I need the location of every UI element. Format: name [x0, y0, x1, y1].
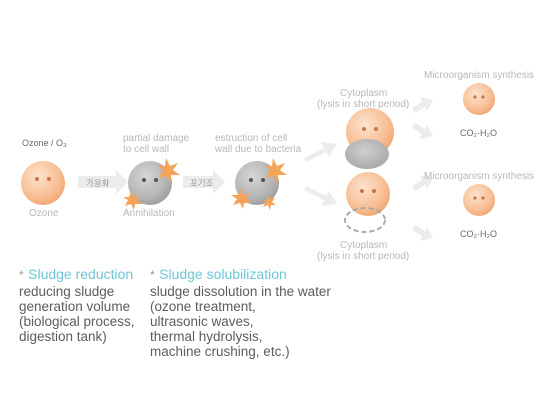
cytoplasm-cell-bottom: [344, 172, 390, 233]
cytoplasm-top-line1: Cytoplasm: [340, 88, 388, 99]
synthesis-top-product: CO₂·H₂O: [460, 128, 497, 138]
synthesis-top-label: Microorganism synthesis: [424, 70, 535, 81]
damage-label-line2: to cell wall: [123, 144, 170, 155]
annihilation-label: Annihilation: [123, 208, 175, 219]
ozone-bottom-label: Ozone: [29, 208, 59, 219]
burst-icon: [231, 189, 252, 209]
note-marker: *: [150, 268, 155, 282]
burst-icon: [157, 158, 180, 183]
note-body-line: ultrasonic waves,: [150, 314, 254, 329]
synthesis-cell-top: [463, 83, 495, 115]
note-marker: *: [19, 268, 24, 282]
note-sludge-reduction: * Sludge reduction reducing sludge gener…: [19, 266, 135, 344]
cytoplasm-top-line2: (lysis in short period): [317, 99, 410, 110]
cytoplasm-cell-top: [345, 108, 394, 169]
flow-arrow-synth-4: [412, 225, 433, 241]
flow-arrow-down: [304, 186, 337, 206]
damaged-cell: [123, 158, 180, 210]
burst-icon: [262, 195, 276, 210]
note-title: Sludge solubilization: [159, 266, 287, 282]
arrow2-label: 포기조: [190, 178, 214, 188]
note-body-line: reducing sludge: [19, 284, 115, 299]
burst-icon: [123, 191, 142, 210]
cytoplasm-bottom-line2: (lysis in short period): [317, 251, 410, 262]
flow-arrow-1: [78, 170, 128, 194]
cytoplasm-bottom-line1: Cytoplasm: [340, 240, 388, 251]
note-body-line: (ozone treatment,: [150, 299, 256, 314]
destruction-label-line1: estruction of cell: [215, 133, 288, 144]
flow-arrow-synth-3: [412, 175, 433, 191]
note-title: Sludge reduction: [28, 266, 134, 282]
ozone-top-label: Ozone / O₃: [22, 138, 67, 148]
note-body-line: machine crushing, etc.): [150, 344, 290, 359]
synthesis-bottom-label: Microorganism synthesis: [424, 171, 535, 182]
note-body-line: thermal hydrolysis,: [150, 329, 263, 344]
note-body-line: generation volume: [19, 299, 131, 314]
arrow1-label: 가용화: [86, 178, 110, 188]
note-body-line: digestion tank): [19, 329, 107, 344]
note-body-line: sludge dissolution in the water: [150, 284, 331, 299]
synthesis-cell-bottom: [463, 184, 495, 216]
note-body-line: (biological process,: [19, 314, 135, 329]
synthesis-bottom-product: CO₂·H₂O: [460, 229, 497, 239]
flow-arrow-2: [183, 170, 225, 194]
damage-label-line1: partial damage: [123, 133, 190, 144]
destruction-label-line2: wall due to bacteria: [215, 144, 302, 155]
ozone-ball: [21, 161, 65, 205]
destructed-cell: [231, 158, 287, 210]
flow-arrow-up: [304, 142, 337, 162]
flow-arrow-synth-1: [412, 97, 433, 113]
flow-arrow-synth-2: [412, 123, 433, 139]
note-sludge-solubilization: * Sludge solubilization sludge dissoluti…: [150, 266, 331, 359]
burst-icon: [264, 158, 287, 183]
